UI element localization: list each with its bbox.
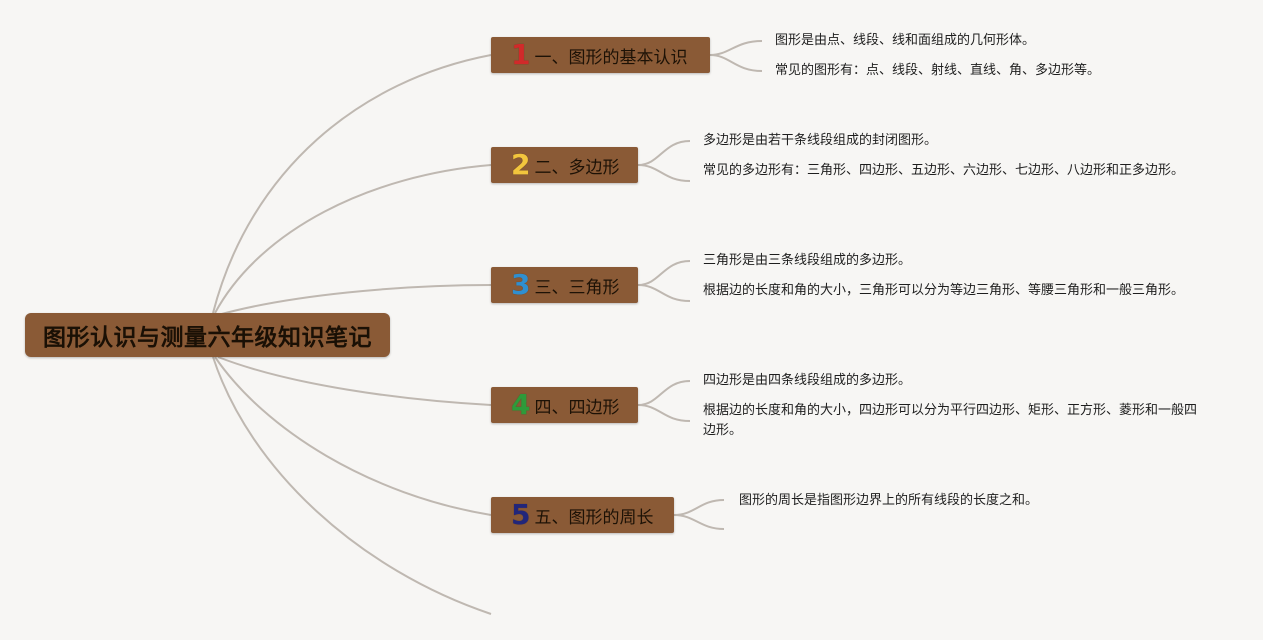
branch-number-1: 1 bbox=[511, 38, 531, 71]
connector-root-branch-2 bbox=[214, 164, 492, 314]
connector-b1-note-2 bbox=[709, 54, 763, 72]
branch-topic-2[interactable]: 2 二、多边形 bbox=[491, 147, 638, 183]
branch-label-2: 二、多边形 bbox=[534, 157, 620, 178]
branch-label-4: 四、四边形 bbox=[534, 397, 620, 418]
note-5-1[interactable]: 图形的周长是指图形边界上的所有线段的长度之和。 bbox=[739, 493, 1039, 508]
connector-b3-note-2 bbox=[637, 284, 691, 302]
note-3-2[interactable]: 根据边的长度和角的大小，三角形可以分为等边三角形、等腰三角形和一般三角形。 bbox=[703, 283, 1185, 298]
connector-b2-note-2 bbox=[637, 164, 691, 182]
connector-root-branch-1 bbox=[212, 54, 492, 314]
connector-b4-note-1 bbox=[637, 380, 691, 406]
root-topic[interactable]: 图形认识与测量六年级知识笔记 bbox=[25, 313, 390, 357]
connector-root-branch-5 bbox=[214, 356, 492, 516]
branch-topic-5[interactable]: 5 五、图形的周长 bbox=[491, 497, 674, 533]
connector-b4-note-2 bbox=[637, 404, 691, 422]
connector-root-extra bbox=[212, 356, 492, 615]
connector-b1-note-1 bbox=[709, 40, 763, 56]
note-4-2[interactable]: 根据边的长度和角的大小，四边形可以分为平行四边形、矩形、正方形、菱形和一般四边形… bbox=[703, 403, 1198, 438]
connector-b5-note-1 bbox=[673, 499, 725, 516]
branch-label-5: 五、图形的周长 bbox=[534, 507, 654, 528]
note-1-2[interactable]: 常见的图形有：点、线段、射线、直线、角、多边形等。 bbox=[775, 63, 1101, 78]
branch-number-2: 2 bbox=[511, 148, 531, 181]
connector-root-branch-4 bbox=[217, 356, 492, 406]
branch-label-3: 三、三角形 bbox=[534, 277, 620, 298]
note-2-2[interactable]: 常见的多边形有：三角形、四边形、五边形、六边形、七边形、八边形和正多边形。 bbox=[703, 163, 1185, 178]
note-4-1[interactable]: 四边形是由四条线段组成的多边形。 bbox=[703, 373, 912, 388]
branch-label-1: 一、图形的基本认识 bbox=[534, 47, 688, 68]
branch-topic-3[interactable]: 3 三、三角形 bbox=[491, 267, 638, 303]
branch-topic-1[interactable]: 1 一、图形的基本认识 bbox=[491, 37, 710, 73]
connector-b3-note-1 bbox=[637, 260, 691, 286]
branch-number-3: 3 bbox=[511, 268, 531, 301]
branch-number-4: 4 bbox=[511, 388, 531, 421]
branch-number-5: 5 bbox=[511, 498, 531, 531]
note-3-1[interactable]: 三角形是由三条线段组成的多边形。 bbox=[703, 253, 912, 268]
connector-b2-note-1 bbox=[637, 140, 691, 166]
connector-root-branch-3 bbox=[217, 284, 492, 316]
note-1-1[interactable]: 图形是由点、线段、线和面组成的几何形体。 bbox=[775, 33, 1036, 48]
root-topic-title: 图形认识与测量六年级知识笔记 bbox=[43, 325, 372, 351]
branch-topic-4[interactable]: 4 四、四边形 bbox=[491, 387, 638, 423]
connector-b5-note-2 bbox=[673, 514, 725, 530]
note-2-1[interactable]: 多边形是由若干条线段组成的封闭图形。 bbox=[703, 133, 938, 148]
